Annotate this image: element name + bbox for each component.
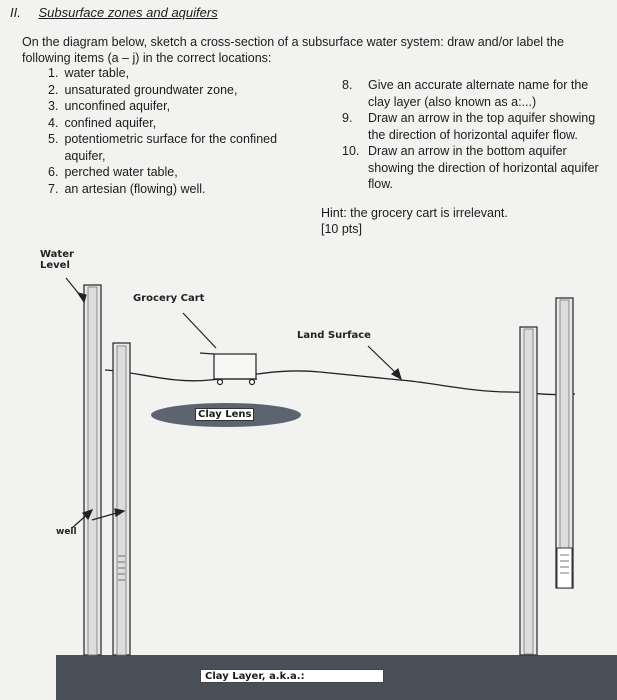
section-title: Subsurface zones and aquifers (38, 5, 218, 20)
well-casing-right-inner (559, 299, 570, 587)
well-screen-left (118, 555, 125, 581)
well-casing-left2-inner (116, 345, 127, 656)
list-item: 1.water table, (48, 66, 130, 80)
clay-layer-label[interactable]: Clay Layer, a.k.a.: (200, 669, 384, 683)
list-item: 10.Draw an arrow in the bottom aquifer s… (342, 144, 599, 191)
clay-lens-label: Clay Lens (195, 408, 255, 421)
list-item: 4.confined aquifer, (48, 115, 157, 130)
land-surface-label: Land Surface (297, 330, 371, 341)
grocery-cart-icon (199, 352, 257, 386)
land-surface-arrow (367, 345, 402, 381)
well-label: well (56, 527, 77, 537)
items-list-left: 1.water table, 2.unsaturated groundwater… (48, 65, 318, 197)
section-number: II. (10, 5, 21, 20)
well-casing-left-inner (87, 286, 98, 656)
instructions-text: On the diagram below, sketch a cross-sec… (22, 35, 564, 65)
list-item: 8.Give an accurate alternate name for th… (342, 78, 589, 109)
well-arrows (71, 508, 126, 529)
points-text: [10 pts] (321, 222, 362, 236)
list-item: 9.Draw an arrow in the top aquifer showi… (342, 111, 596, 142)
list-item: 5.potentiometric surface for the confine… (48, 132, 278, 163)
items-list-right: 8.Give an accurate alternate name for th… (342, 77, 612, 193)
hint-text: Hint: the grocery cart is irrelevant. (321, 206, 508, 220)
list-item: 7.an artesian (flowing) well. (48, 181, 206, 196)
well-screen-right (560, 554, 569, 574)
land-surface-line (104, 369, 576, 396)
list-item: 2.unsaturated groundwater zone, (48, 82, 238, 97)
list-item: 6.perched water table, (48, 165, 178, 179)
list-item: 3.unconfined aquifer, (48, 99, 171, 113)
section-header: II. Subsurface zones and aquifers (10, 5, 218, 20)
water-level-arrow (65, 277, 87, 304)
well-casing-right2-inner (523, 328, 534, 655)
hint-block: Hint: the grocery cart is irrelevant. [1… (321, 205, 508, 237)
grocery-cart-leader (182, 312, 217, 349)
grocery-cart-label: Grocery Cart (133, 293, 205, 304)
water-level-label: Water Level (40, 249, 74, 271)
